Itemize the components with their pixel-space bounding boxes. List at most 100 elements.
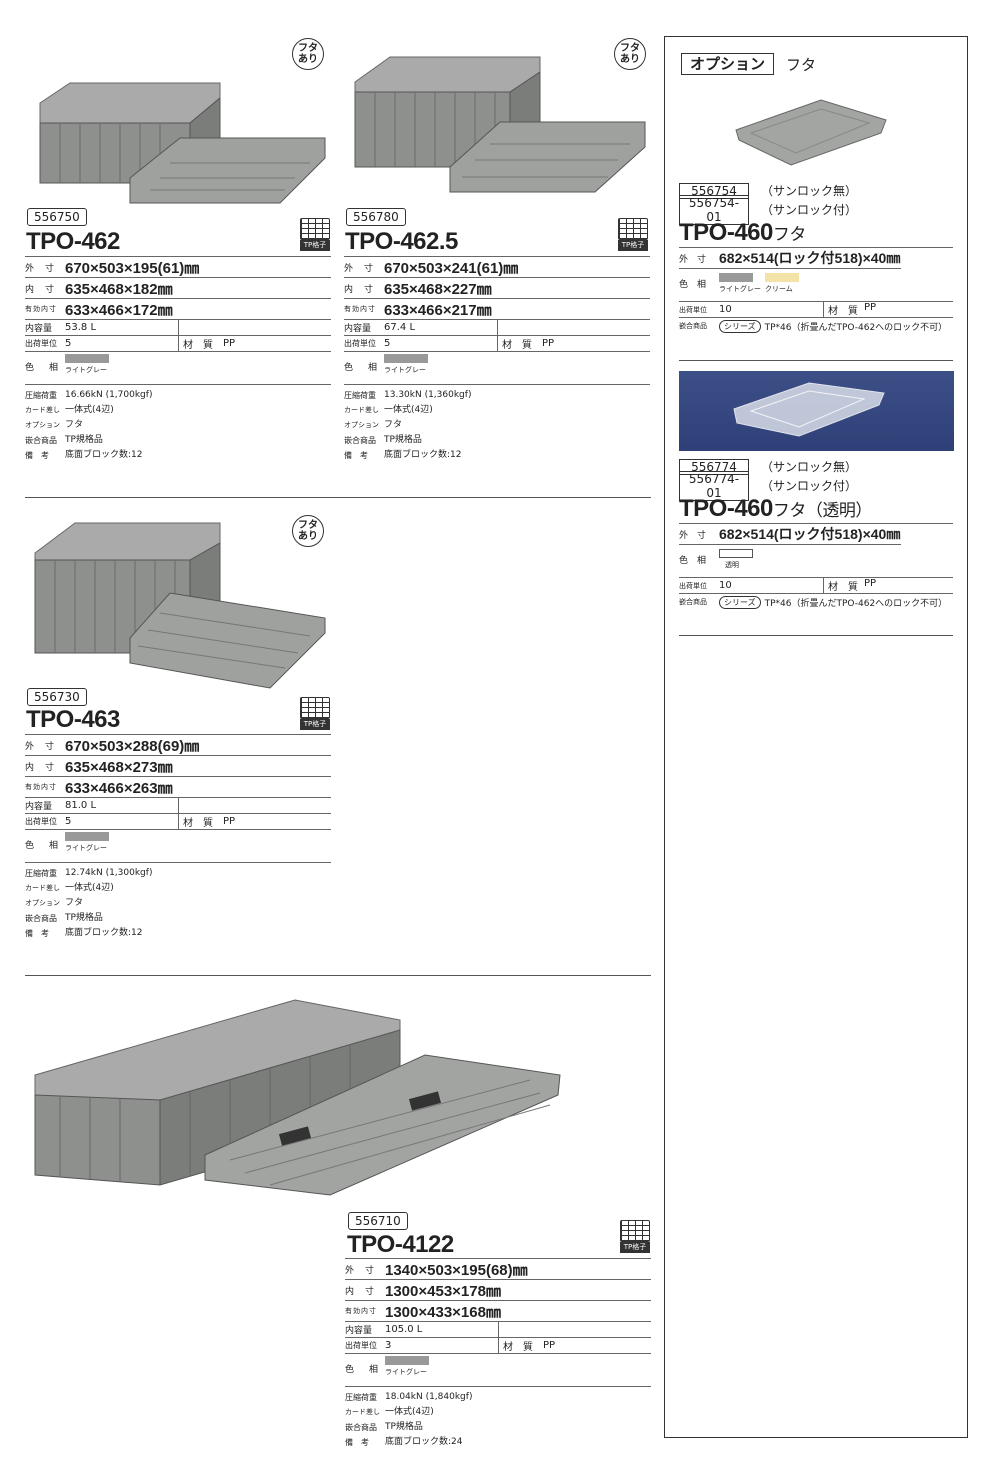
material-value: PP xyxy=(223,816,236,827)
product-code: 556730 xyxy=(27,688,87,706)
info-label: オプション xyxy=(25,421,60,429)
color-swatch xyxy=(765,273,799,282)
lid2-unit-value: 10 xyxy=(719,580,732,591)
color-label: 色 相 xyxy=(344,363,381,373)
lid1-code-note: （サンロック付） xyxy=(761,203,858,217)
unit-label: 出荷単位 xyxy=(25,339,57,348)
crate-image xyxy=(34,999,561,1196)
info-label: オプション xyxy=(25,899,60,907)
dim-inner-value: 635×468×227㎜ xyxy=(384,280,492,298)
lid1-model-name: TPO-460 xyxy=(679,219,773,246)
lid2-unit-label: 出荷単位 xyxy=(679,581,707,590)
lid2-material-value: PP xyxy=(864,578,877,589)
info-label: オプション xyxy=(344,421,379,429)
lid1-unit-value: 10 xyxy=(719,304,732,315)
info-label: 圧縮荷重 xyxy=(344,391,376,400)
section-divider xyxy=(25,497,651,498)
info-label: 嵌合商品 xyxy=(25,914,57,923)
material-label: 材 質 xyxy=(183,340,213,351)
info-value: 底面ブロック数:12 xyxy=(384,450,462,460)
info-label: 圧縮荷重 xyxy=(25,391,57,400)
lid1-color-label: 色 相 xyxy=(679,280,707,290)
crate-image xyxy=(34,522,326,689)
option-panel: オプション フタ 556754（サンロック無） 556754-01（サンロック付… xyxy=(664,36,968,1438)
info-value: TP規格品 xyxy=(65,913,103,923)
color-swatch xyxy=(719,549,753,558)
unit-label: 出荷単位 xyxy=(25,817,57,826)
lid2-dim-label: 外 寸 xyxy=(679,530,707,541)
lid1-code: 556754 xyxy=(679,182,749,199)
dim-outer-label: 外 寸 xyxy=(25,741,56,752)
lid1-fit-label: 嵌合商品 xyxy=(679,322,707,330)
tp-grid-label: TP格子 xyxy=(618,240,648,251)
color-label: 色 相 xyxy=(25,363,62,373)
lid2-code: 556774 xyxy=(679,458,749,475)
info-value: フタ xyxy=(65,898,84,908)
product-code: 556710 xyxy=(348,1212,408,1230)
info-label: 嵌合商品 xyxy=(25,436,57,445)
option-divider xyxy=(679,635,953,636)
lid1-fit-value: TP*46（折畳んだTPO-462へのロック不可） xyxy=(764,322,948,333)
tp-grid-icon: TP格子 xyxy=(618,218,648,251)
lid-badge: フタ あり xyxy=(292,38,324,70)
option-divider xyxy=(679,360,953,361)
dim-effective-label: 有効内寸 xyxy=(345,1307,377,1315)
lid-gray-image xyxy=(735,99,887,166)
dim-inner-value: 635×468×182㎜ xyxy=(65,280,173,298)
lid2-model-suffix: フタ（透明） xyxy=(772,501,873,520)
color-swatch xyxy=(385,1356,429,1365)
info-value: TP規格品 xyxy=(385,1422,423,1432)
material-value: PP xyxy=(543,1340,556,1351)
model-name: TPO-4122 xyxy=(347,1231,454,1258)
lid2-color-label: 色 相 xyxy=(679,556,707,566)
unit-value: 5 xyxy=(384,338,391,349)
lid2-dim-value: 682×514(ロック付518)×40㎜ xyxy=(719,526,901,542)
color-swatch xyxy=(384,354,428,363)
info-value: 底面ブロック数:12 xyxy=(65,450,143,460)
lid1-color-name: ライトグレー xyxy=(719,285,761,293)
info-value: TP規格品 xyxy=(65,435,103,445)
tp-grid-icon: TP格子 xyxy=(620,1220,650,1253)
lid-badge-text: フタ あり xyxy=(620,43,640,65)
lid1-code: 556754-01 xyxy=(679,194,749,225)
dim-effective-label: 有効内寸 xyxy=(25,305,57,313)
lid1-color-name: クリーム xyxy=(765,285,793,293)
dim-effective-value: 1300×433×168㎜ xyxy=(385,1303,501,1321)
product-code: 556750 xyxy=(27,208,87,226)
color-label: 色 相 xyxy=(25,841,62,851)
crate-image xyxy=(39,82,326,204)
lid2-model: TPO-460フタ（透明） xyxy=(679,495,872,525)
info-label: 備 考 xyxy=(25,451,49,460)
info-value: 一体式(4辺) xyxy=(65,405,114,415)
lid2-fit-label: 嵌合商品 xyxy=(679,598,707,606)
info-value: フタ xyxy=(65,420,84,430)
capacity-value: 67.4 L xyxy=(384,322,416,333)
capacity-label: 内容量 xyxy=(25,802,53,812)
info-value: TP規格品 xyxy=(384,435,422,445)
unit-value: 3 xyxy=(385,1340,392,1351)
dim-inner-label: 内 寸 xyxy=(344,284,375,295)
info-value: 一体式(4辺) xyxy=(384,405,433,415)
lid-badge: フタ あり xyxy=(614,38,646,70)
dim-outer-label: 外 寸 xyxy=(25,263,56,274)
color-name: ライトグレー xyxy=(385,1368,427,1376)
lid-badge: フタ あり xyxy=(292,515,324,547)
material-label: 材 質 xyxy=(502,340,532,351)
info-value: 13.30kN (1,360kgf) xyxy=(384,390,472,400)
tp-grid-label: TP格子 xyxy=(300,719,330,730)
lid2-material-label: 材 質 xyxy=(828,582,858,593)
info-label: 圧縮荷重 xyxy=(25,869,57,878)
dim-inner-value: 1300×453×178㎜ xyxy=(385,1282,501,1300)
model-name: TPO-462.5 xyxy=(345,228,458,255)
info-value: 底面ブロック数:24 xyxy=(385,1437,463,1447)
tp-grid-icon: TP格子 xyxy=(300,697,330,730)
info-value: 一体式(4辺) xyxy=(65,883,114,893)
color-swatch xyxy=(65,832,109,841)
color-swatch xyxy=(719,273,753,282)
